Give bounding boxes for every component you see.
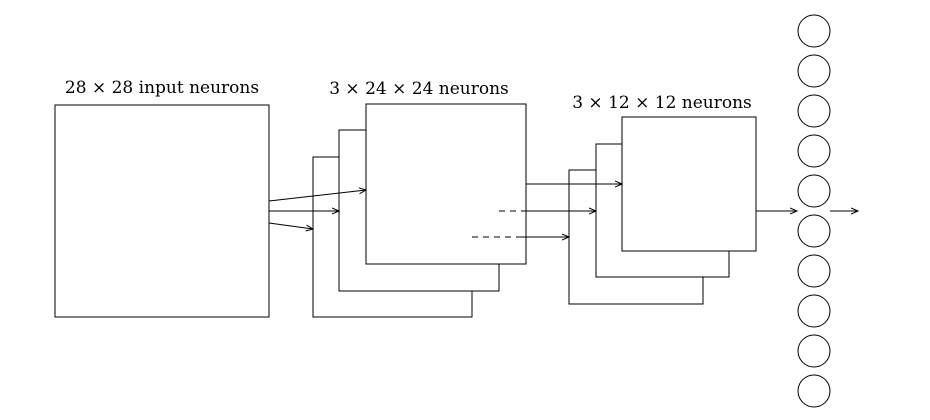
input-neurons-square — [54, 104, 270, 318]
input-layer: 28 × 28 input neurons — [54, 78, 270, 318]
conv-layer-label: 3 × 24 × 24 neurons — [329, 79, 509, 99]
pool-feature-map-1 — [621, 116, 757, 252]
output-neuron — [797, 294, 831, 328]
arrow-input-to-conv-3 — [268, 222, 313, 229]
output-neuron — [797, 94, 831, 128]
input-to-conv-connections — [268, 190, 366, 229]
conv-feature-map-1 — [365, 103, 527, 265]
input-layer-label: 28 × 28 input neurons — [65, 78, 259, 98]
output-neuron — [797, 374, 831, 408]
output-neuron — [797, 54, 831, 88]
pool-layer: 3 × 12 × 12 neurons — [568, 93, 757, 305]
output-neuron — [797, 14, 831, 48]
output-neuron — [797, 334, 831, 368]
output-neuron — [797, 214, 831, 248]
output-neuron — [797, 254, 831, 288]
conv-layer: 3 × 24 × 24 neurons — [312, 79, 527, 318]
output-neuron — [797, 134, 831, 168]
output-layer — [797, 14, 831, 408]
output-neuron — [797, 174, 831, 208]
arrow-input-to-conv-1 — [268, 190, 366, 202]
pool-layer-label: 3 × 12 × 12 neurons — [572, 93, 752, 113]
conv-to-pool-connections — [472, 184, 622, 237]
